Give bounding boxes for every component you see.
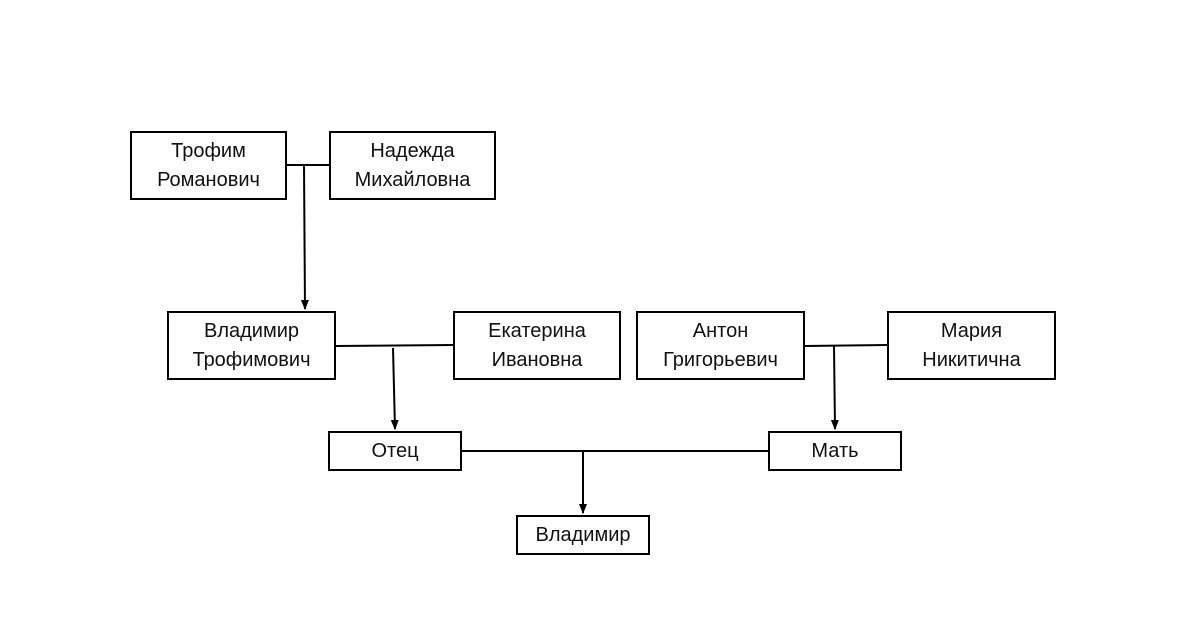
node-vladimir: Владимир (516, 515, 650, 555)
node-name-line2: Григорьевич (663, 348, 778, 371)
marriage-line-vladimir-ekaterina (335, 344, 454, 347)
descent-arrow-to-vladimir-trofimovich (300, 164, 309, 310)
marriage-line-anton-maria (804, 344, 888, 347)
node-maria-nikitichna: Мария Никитична (887, 311, 1056, 380)
node-name-line2: Михайловна (354, 168, 471, 191)
node-nadezhda-mikhaylovna: Надежда Михайловна (329, 131, 496, 200)
node-trofim-romanovich: Трофим Романович (130, 131, 287, 200)
node-name-line1: Владимир (203, 319, 300, 342)
node-name-line2: Трофимович (192, 348, 311, 371)
node-name-line1: Трофим (171, 139, 246, 162)
descent-arrow-to-otec (390, 347, 399, 430)
node-name-line2: Ивановна (491, 348, 583, 371)
descent-arrow-to-mat (830, 345, 839, 430)
node-name-line1: Надежда (370, 139, 455, 162)
node-label: Отец (371, 439, 419, 462)
node-name-line1: Екатерина (488, 319, 586, 342)
node-mat: Мать (768, 431, 902, 471)
node-name-line1: Антон (692, 319, 749, 342)
node-name-line2: Романович (157, 168, 260, 191)
node-name-line2: Никитична (922, 348, 1021, 371)
node-label: Владимир (535, 523, 631, 546)
node-label: Мать (811, 439, 859, 462)
node-vladimir-trofimovich: Владимир Трофимович (167, 311, 336, 380)
node-anton-grigorievich: Антон Григорьевич (636, 311, 805, 380)
node-otec: Отец (328, 431, 462, 471)
node-name-line1: Мария (940, 319, 1003, 342)
node-ekaterina-ivanovna: Екатерина Ивановна (453, 311, 621, 380)
